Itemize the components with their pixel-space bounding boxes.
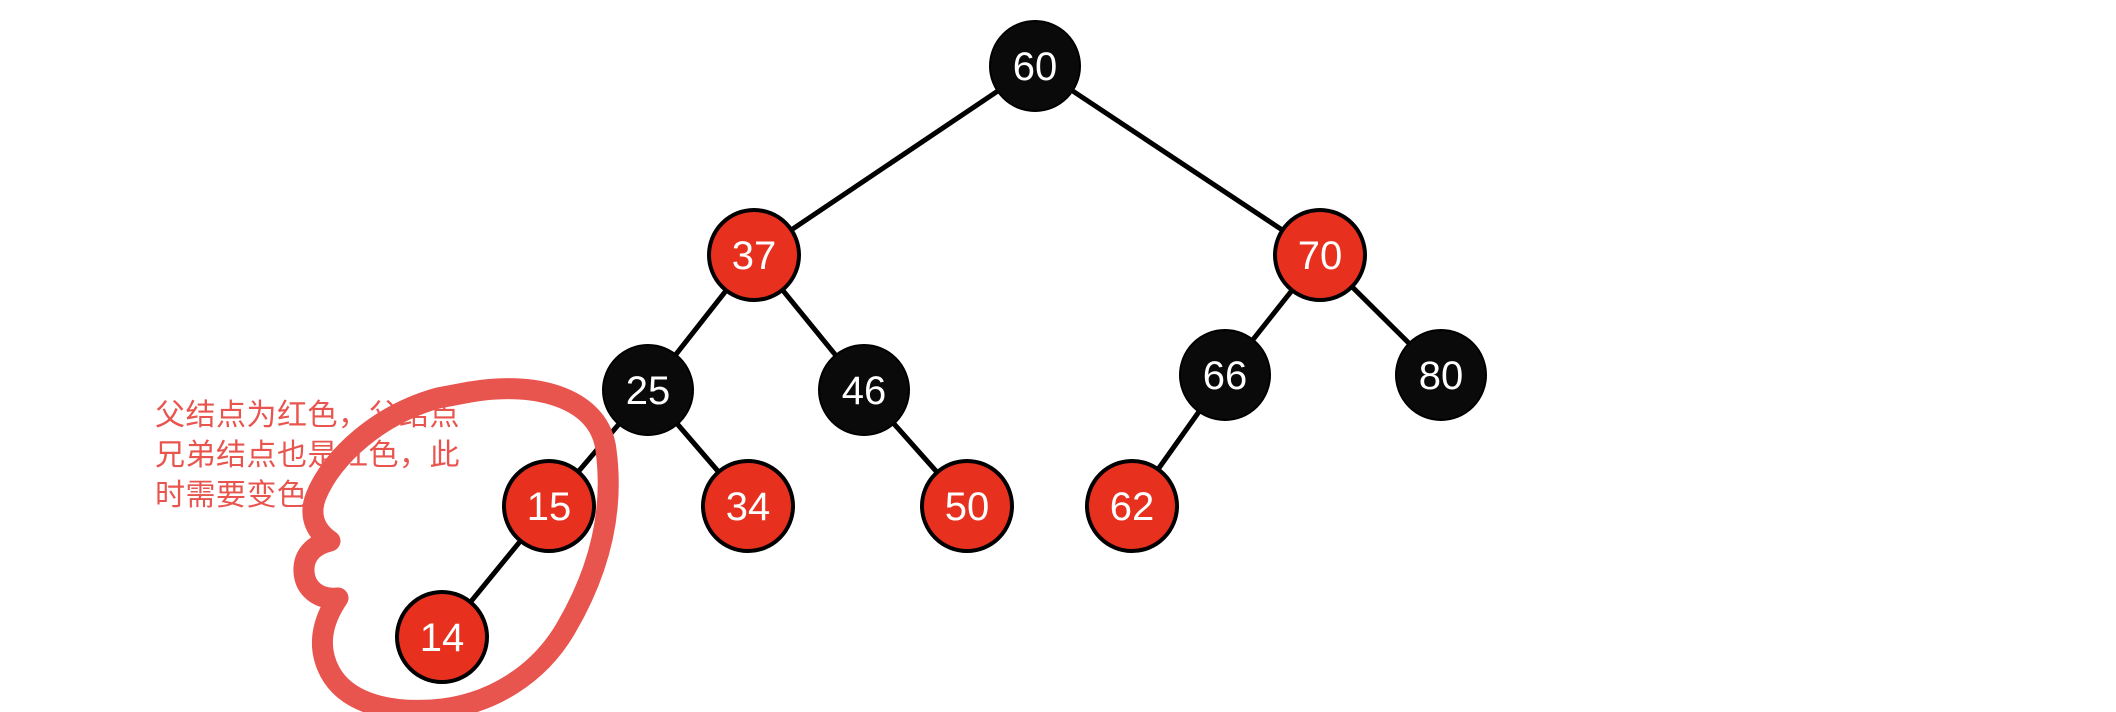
node-label-62: 62	[1110, 485, 1155, 529]
node-circle-46	[818, 344, 910, 436]
node-circle-50	[920, 459, 1014, 553]
tree-edge-37-25	[671, 285, 731, 360]
node-label-14: 14	[420, 616, 465, 660]
tree-node-80[interactable]: 80	[1395, 329, 1487, 421]
node-label-34: 34	[726, 485, 771, 529]
tree-node-46[interactable]: 46	[818, 344, 910, 436]
tree-edge-15-14	[466, 536, 525, 607]
tree-node-14[interactable]: 14	[395, 590, 489, 684]
node-circle-66	[1179, 329, 1271, 421]
tree-node-50[interactable]: 50	[920, 459, 1014, 553]
tree-node-25[interactable]: 25	[602, 344, 694, 436]
tree-edge-70-80	[1347, 282, 1414, 348]
node-circle-80	[1395, 329, 1487, 421]
node-label-37: 37	[732, 234, 777, 278]
annotation-text: 父结点为红色，父结点 兄弟结点也是红色，此 时需要变色	[155, 399, 460, 512]
node-label-46: 46	[842, 369, 887, 413]
hand-drawn-circle-annotation	[293, 378, 619, 712]
node-label-66: 66	[1203, 354, 1248, 398]
node-label-50: 50	[945, 485, 990, 529]
node-label-15: 15	[527, 485, 572, 529]
tree-edge-60-37	[786, 86, 1003, 235]
tree-node-60[interactable]: 60	[989, 20, 1081, 112]
node-circle-15	[502, 459, 596, 553]
annotation-highlight-layer	[293, 378, 619, 712]
node-label-80: 80	[1419, 354, 1464, 398]
node-circle-14	[395, 590, 489, 684]
node-circle-25	[602, 344, 694, 436]
tree-edge-60-70	[1067, 86, 1288, 235]
tree-edge-layer	[466, 86, 1414, 607]
tree-edge-70-66	[1248, 285, 1297, 345]
tree-edge-25-34	[672, 419, 724, 477]
tree-edge-37-46	[778, 285, 840, 360]
tree-edge-66-62	[1153, 406, 1204, 475]
node-label-70: 70	[1298, 234, 1343, 278]
node-label-25: 25	[626, 369, 671, 413]
node-circle-62	[1085, 459, 1179, 553]
node-circle-37	[707, 208, 801, 302]
tree-node-34[interactable]: 34	[701, 459, 795, 553]
tree-node-62[interactable]: 62	[1085, 459, 1179, 553]
tree-node-layer: 60 37 70 25 46 66 80 15 34 50 62 14	[395, 20, 1487, 684]
tree-node-15[interactable]: 15	[502, 459, 596, 553]
tree-node-37[interactable]: 37	[707, 208, 801, 302]
node-circle-70	[1273, 208, 1367, 302]
node-label-60: 60	[1013, 45, 1058, 89]
tree-node-66[interactable]: 66	[1179, 329, 1271, 421]
tree-node-70[interactable]: 70	[1273, 208, 1367, 302]
node-circle-34	[701, 459, 795, 553]
tree-edge-46-50	[889, 418, 942, 478]
node-circle-60	[989, 20, 1081, 112]
